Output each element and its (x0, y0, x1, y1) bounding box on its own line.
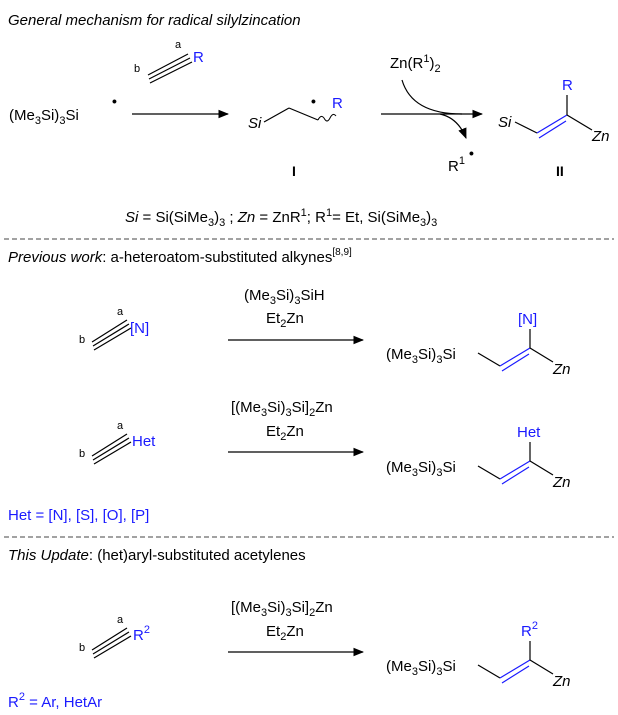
r1-radical: R1 (448, 155, 465, 175)
intermediate-i: Si R • I (248, 93, 343, 179)
svg-text:(Me3Si)3Si: (Me3Si)3Si (386, 658, 456, 678)
svg-text:R2: R2 (521, 620, 538, 640)
reagent-bis-silyl-zinc-1: [(Me3Si)3Si]2Zn (231, 399, 333, 419)
reagent-et2zn-1: Et2Zn (266, 310, 304, 330)
svg-text:•: • (311, 93, 316, 109)
alkyne-het: b a Het (79, 420, 156, 465)
label-b: b (134, 63, 140, 75)
update-title: This Update: (het)aryl-substituted acety… (8, 547, 306, 564)
product-r2: (Me3Si)3Si R2 Zn (386, 620, 571, 690)
svg-text:[N]: [N] (130, 320, 149, 337)
alkyne-n: b a [N] (79, 306, 149, 351)
reagent-bis-silyl-zinc-2: [(Me3Si)3Si]2Zn (231, 599, 333, 619)
r2-definition: R2 = Ar, HetAr (8, 691, 102, 711)
definitions-line: Si = Si(SiMe3)3 ; Zn = ZnR1; R1= Et, Si(… (125, 207, 437, 229)
svg-text:R2: R2 (133, 624, 150, 644)
curved-arrow (401, 79, 463, 115)
svg-text:Si: Si (498, 114, 512, 131)
label-r: R (193, 49, 204, 66)
svg-text:Zn: Zn (552, 474, 571, 491)
svg-text:b: b (79, 448, 85, 460)
svg-text:Zn: Zn (591, 128, 610, 145)
mechanism-title: General mechanism for radical silylzinca… (8, 12, 301, 29)
reagent-et2zn-2: Et2Zn (266, 423, 304, 443)
svg-text:R: R (332, 95, 343, 112)
svg-text:(Me3Si)3Si: (Me3Si)3Si (386, 346, 456, 366)
reagent-silane: (Me3Si)3SiH (244, 287, 325, 307)
product-n: (Me3Si)3Si [N] Zn (386, 311, 571, 378)
svg-text:a: a (117, 306, 124, 318)
svg-text:a: a (117, 614, 124, 626)
product-ii: Si R Zn II (498, 77, 610, 179)
svg-text:Zn: Zn (552, 361, 571, 378)
label-product: II (556, 163, 564, 179)
silyl-radical: (Me3Si)3Si (9, 107, 79, 127)
reagent-znr12: Zn(R1)2 (390, 53, 441, 75)
label-intermediate: I (292, 163, 296, 179)
svg-text:(Me3Si)3Si: (Me3Si)3Si (386, 459, 456, 479)
svg-text:Het: Het (517, 424, 541, 441)
svg-text:R: R (562, 77, 573, 94)
reagent-et2zn-3: Et2Zn (266, 623, 304, 643)
svg-text:b: b (79, 642, 85, 654)
r1-radical-dot: • (469, 145, 474, 161)
svg-text:Si: Si (248, 115, 262, 132)
svg-text:[N]: [N] (518, 311, 537, 328)
alkyne-r-top: b a R (134, 39, 204, 84)
product-het: (Me3Si)3Si Het Zn (386, 424, 571, 491)
svg-text:a: a (117, 420, 124, 432)
svg-text:Zn: Zn (552, 673, 571, 690)
radical-dot: • (112, 93, 117, 109)
previous-title: Previous work: a-heteroatom-substituted … (8, 247, 352, 266)
svg-text:Het: Het (132, 433, 156, 450)
svg-text:b: b (79, 334, 85, 346)
label-a: a (175, 39, 182, 51)
het-definition: Het = [N], [S], [O], [P] (8, 507, 149, 524)
alkyne-r2: b a R2 (79, 614, 150, 659)
